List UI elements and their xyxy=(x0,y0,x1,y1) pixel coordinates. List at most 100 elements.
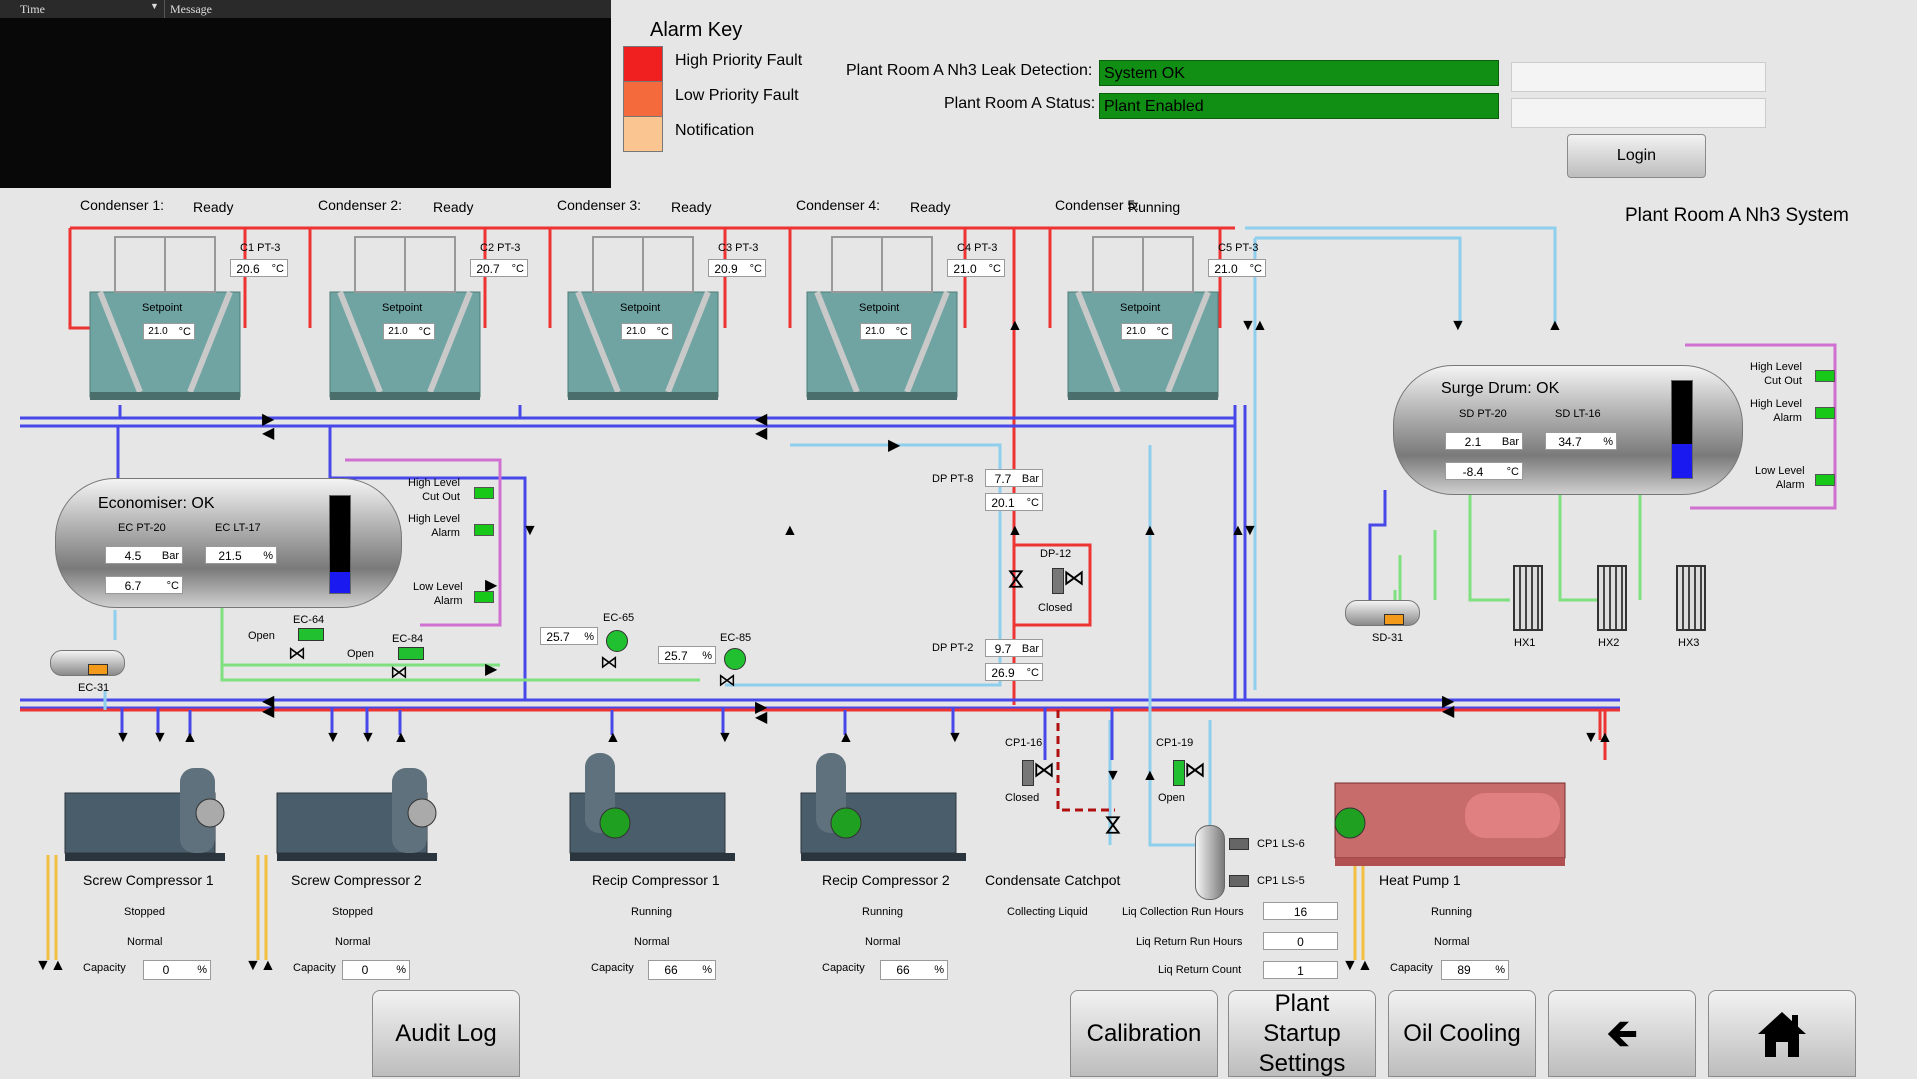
condenser-3-setpoint-input[interactable]: 21.0°C xyxy=(621,323,673,340)
svg-text:▶: ▶ xyxy=(485,577,498,594)
hx2-exchanger[interactable] xyxy=(1597,565,1627,631)
hx1-exchanger[interactable] xyxy=(1513,565,1543,631)
cp119-valve-icon[interactable]: ⋈ xyxy=(1184,757,1206,782)
ec65-actuator[interactable] xyxy=(606,630,628,652)
ec-temp-readout: 6.7°C xyxy=(105,576,183,594)
cp116-valve-icon[interactable]: ⋈ xyxy=(1033,757,1055,782)
compressor-5-graphic xyxy=(1334,782,1566,866)
compressor-1-name: Screw Compressor 1 xyxy=(83,872,214,888)
ec65-valve-icon[interactable]: ⋈ xyxy=(600,652,618,672)
condenser-3-label: Condenser 3: xyxy=(557,197,642,213)
login-button[interactable]: Login xyxy=(1567,134,1706,178)
condenser-1-unit[interactable] xyxy=(85,232,241,407)
ec64-actuator[interactable] xyxy=(298,628,324,641)
svg-text:▲: ▲ xyxy=(782,522,798,539)
ec-level-readout: 21.5% xyxy=(205,546,277,564)
condenser-4-setpoint-input[interactable]: 21.0°C xyxy=(860,323,912,340)
low-priority-swatch xyxy=(623,81,663,117)
compressor-3-name: Recip Compressor 1 xyxy=(592,872,720,888)
cp1-ls5-indicator xyxy=(1229,875,1249,887)
svg-text:▲: ▲ xyxy=(605,729,621,746)
col-message-header[interactable]: Message xyxy=(170,2,212,16)
liq-collection-readout: 16 xyxy=(1263,902,1338,920)
svg-text:▲: ▲ xyxy=(182,729,198,746)
catchpot-drain-valve-icon[interactable]: ⋈ xyxy=(1101,814,1126,836)
calibration-button[interactable]: Calibration xyxy=(1070,990,1218,1077)
liq-return-count-label: Liq Return Count xyxy=(1158,964,1242,976)
col-time-header[interactable]: Time xyxy=(20,2,45,16)
ec31-pot[interactable] xyxy=(50,650,125,676)
cp1-ls6-label: CP1 LS-6 xyxy=(1257,838,1305,850)
ec84-label: EC-84 xyxy=(392,633,424,645)
condenser-2-label: Condenser 2: xyxy=(318,197,403,213)
compressor-3-capacity-label: Capacity xyxy=(591,962,634,974)
password-input[interactable] xyxy=(1511,98,1766,128)
cp119-actuator[interactable] xyxy=(1173,760,1185,786)
ec85-valve-icon[interactable]: ⋈ xyxy=(718,670,736,690)
compressor-5-unit[interactable] xyxy=(1325,748,1655,873)
low-priority-label: Low Priority Fault xyxy=(675,87,799,104)
leak-detection-status: System OK xyxy=(1099,60,1499,86)
compressor-2-capacity-label: Capacity xyxy=(293,962,336,974)
condenser-4-unit[interactable] xyxy=(802,232,958,407)
condenser-2-unit[interactable] xyxy=(325,232,481,407)
compressor-4-unit[interactable] xyxy=(796,748,1051,873)
ec84-valve-icon[interactable]: ⋈ xyxy=(390,662,408,682)
compressor-2-graphic xyxy=(276,768,437,861)
sort-chevron-icon[interactable]: ▼ xyxy=(150,1,159,11)
compressor-2-state: Stopped xyxy=(332,906,373,918)
home-button[interactable] xyxy=(1708,990,1856,1077)
condenser-5-setpoint-input[interactable]: 21.0°C xyxy=(1121,323,1173,340)
condenser-1-temp: 20.6°C xyxy=(230,259,288,277)
condenser-2-setpoint-input[interactable]: 21.0°C xyxy=(383,323,435,340)
dp-bypass-valve-icon[interactable]: ⋈ xyxy=(1004,568,1029,590)
svg-text:▲: ▲ xyxy=(1357,957,1373,974)
ec64-valve-icon[interactable]: ⋈ xyxy=(288,643,306,663)
dp12-valve-icon[interactable]: ⋈ xyxy=(1063,565,1085,590)
compressor-4-graphic xyxy=(800,753,966,861)
compressor-3-unit[interactable] xyxy=(565,748,820,873)
compressor-5-capacity-label: Capacity xyxy=(1390,962,1433,974)
ec64-label: EC-64 xyxy=(293,614,325,626)
svg-text:▼: ▼ xyxy=(152,729,168,746)
catchpot-vessel[interactable] xyxy=(1195,825,1225,900)
condenser-4-temp: 21.0°C xyxy=(947,259,1005,277)
condenser-2-tag: C2 PT-3 xyxy=(480,242,521,254)
condenser-1-setpoint-input[interactable]: 21.0°C xyxy=(143,323,195,340)
svg-text:◀: ◀ xyxy=(262,703,275,720)
ec85-actuator[interactable] xyxy=(724,648,746,670)
compressor-4-name: Recip Compressor 2 xyxy=(822,872,950,888)
compressor-1-unit[interactable] xyxy=(60,748,310,873)
svg-text:◀: ◀ xyxy=(1442,703,1455,720)
condenser-3-unit[interactable] xyxy=(563,232,719,407)
sd31-pot[interactable] xyxy=(1345,600,1420,626)
condenser-5-unit[interactable] xyxy=(1063,232,1219,407)
alarm-list-header: Time ▼ Message xyxy=(0,0,611,18)
audit-log-button[interactable]: Audit Log xyxy=(372,990,520,1077)
alarm-list-panel[interactable]: Time ▼ Message xyxy=(0,0,611,188)
liq-collection-label: Liq Collection Run Hours xyxy=(1122,906,1244,918)
condenser-1-graphic xyxy=(89,236,241,400)
cp119-state: Open xyxy=(1158,792,1185,804)
ec-high-indicator xyxy=(474,524,494,536)
sd-cutout-indicator xyxy=(1815,370,1835,382)
condenser-2-state: Ready xyxy=(433,199,474,215)
liq-return-hours-readout: 0 xyxy=(1263,932,1338,950)
compressor-3-capacity: 66% xyxy=(648,960,716,980)
hx1-label: HX1 xyxy=(1514,637,1536,649)
hx3-exchanger[interactable] xyxy=(1676,565,1706,631)
username-input[interactable] xyxy=(1511,62,1766,92)
compressor-2-status: Normal xyxy=(335,936,371,948)
compressor-2-unit[interactable] xyxy=(272,748,522,873)
oil-cooling-button[interactable]: Oil Cooling xyxy=(1388,990,1536,1077)
plant-startup-settings-button[interactable]: Plant Startup Settings xyxy=(1228,990,1376,1077)
dp12-actuator[interactable] xyxy=(1052,568,1064,594)
condenser-3-state: Ready xyxy=(671,199,712,215)
ec84-actuator[interactable] xyxy=(398,647,424,660)
cp116-actuator[interactable] xyxy=(1022,760,1034,786)
compressor-2-name: Screw Compressor 2 xyxy=(291,872,422,888)
back-button[interactable]: 🡸 xyxy=(1548,990,1696,1077)
